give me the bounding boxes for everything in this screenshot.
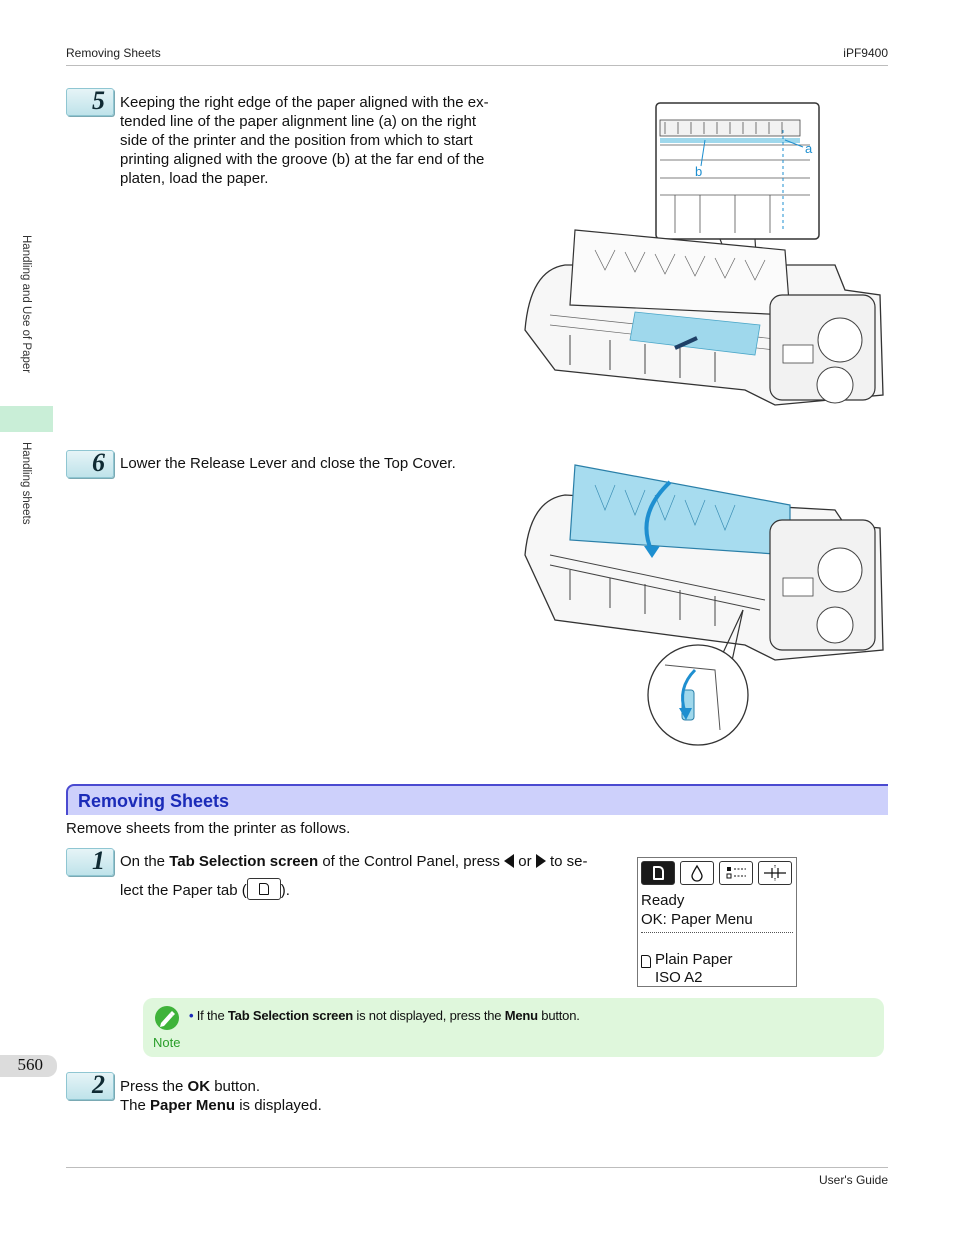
paper-sheet-small-icon [641, 955, 651, 968]
text-run: Press the [120, 1078, 188, 1095]
paper-tab[interactable] [641, 861, 675, 885]
footer-rule [66, 1167, 888, 1168]
header-left: Removing Sheets [66, 46, 161, 60]
paper-sheet-icon [653, 866, 664, 880]
step-2-line-1: Press the OK button. [120, 1077, 260, 1096]
side-section-label[interactable]: Handling sheets [20, 442, 32, 525]
step-1-line-2: lect the Paper tab (). [120, 878, 290, 900]
text-line: Keeping the right edge of the paper alig… [120, 94, 489, 111]
panel-status-line: Ready [641, 892, 685, 909]
callout-b: b [695, 164, 702, 179]
footer-right: User's Guide [819, 1173, 888, 1187]
text-run: is not displayed, press the [352, 1008, 505, 1023]
text-run: to se- [545, 853, 588, 870]
ink-drop-icon [691, 864, 703, 882]
step-2-line-2: The Paper Menu is displayed. [120, 1096, 322, 1115]
text-run: ). [280, 882, 290, 899]
text-line: platen, load the paper. [120, 170, 269, 187]
text-run: or [514, 853, 536, 870]
text-line: side of the printer and the position fro… [120, 132, 473, 149]
job-tab[interactable] [719, 861, 753, 885]
step-number: 5 [92, 86, 105, 115]
text-run: button. [537, 1008, 580, 1023]
ink-tab[interactable] [680, 861, 714, 885]
header-right: iPF9400 [843, 46, 888, 60]
section-heading-bar: Removing Sheets [66, 784, 888, 815]
header-rule [66, 65, 888, 66]
step-6-text: Lower the Release Lever and close the To… [120, 455, 456, 472]
text-run: On the [120, 853, 170, 870]
side-chapter-label[interactable]: Handling and Use of Paper [20, 235, 32, 374]
bullet-icon: • [189, 1008, 197, 1023]
printer-close-cover-illustration [524, 464, 884, 746]
callout-a: a [805, 141, 813, 156]
note-text: • If the Tab Selection screen is not dis… [189, 1008, 580, 1023]
page-number-tab: 560 [0, 1055, 57, 1077]
text-run: lect the Paper tab ( [120, 882, 247, 899]
text-run: If the [196, 1008, 228, 1023]
settings-slider-icon [764, 865, 786, 881]
panel-ok-line: OK: Paper Menu [641, 911, 753, 928]
text-line: printing aligned with the groove (b) at … [120, 151, 485, 168]
section-intro: Remove sheets from the printer as follow… [66, 820, 351, 837]
step-number-badge: 6 [66, 448, 114, 478]
text-run: is displayed. [235, 1097, 322, 1114]
step-number: 2 [92, 1070, 105, 1099]
text-run: of the Control Panel, press [318, 853, 505, 870]
paper-tab-icon [246, 878, 281, 900]
text-run: The [120, 1097, 151, 1114]
menu-button-term: Menu [504, 1008, 538, 1023]
note-box: Note • If the Tab Selection screen is no… [143, 998, 884, 1057]
step-number: 6 [92, 448, 105, 477]
tab-selection-screen-term: Tab Selection screen [227, 1008, 353, 1023]
step-number-badge: 2 [66, 1070, 114, 1100]
right-triangle-icon [535, 854, 546, 868]
control-panel-display: Ready OK: Paper Menu Plain Paper ISO A2 [637, 857, 797, 987]
printer-load-paper-illustration: a b [524, 102, 884, 406]
left-triangle-icon [504, 854, 515, 868]
step-number-badge: 5 [66, 86, 114, 116]
panel-paper-size: ISO A2 [655, 969, 703, 986]
page-number: 560 [17, 1055, 44, 1074]
job-list-icon [726, 867, 746, 879]
note-pencil-icon [155, 1006, 179, 1030]
text-line: tended line of the paper alignment line … [120, 113, 477, 130]
settings-tab[interactable] [758, 861, 792, 885]
text-run: button. [210, 1078, 261, 1095]
tab-selection-screen-term: Tab Selection screen [169, 853, 319, 870]
panel-divider [641, 932, 793, 933]
section-title: Removing Sheets [78, 791, 230, 811]
note-label: Note [153, 1035, 181, 1050]
step-5-text: Keeping the right edge of the paper alig… [120, 93, 515, 188]
step-number: 1 [92, 846, 105, 875]
step-1-line-1: On the Tab Selection screen of the Contr… [120, 852, 625, 871]
step-number-badge: 1 [66, 846, 114, 876]
ok-button-term: OK [187, 1078, 211, 1095]
panel-media-type: Plain Paper [655, 951, 733, 968]
paper-menu-term: Paper Menu [150, 1097, 236, 1114]
side-tab-marker [0, 406, 53, 432]
